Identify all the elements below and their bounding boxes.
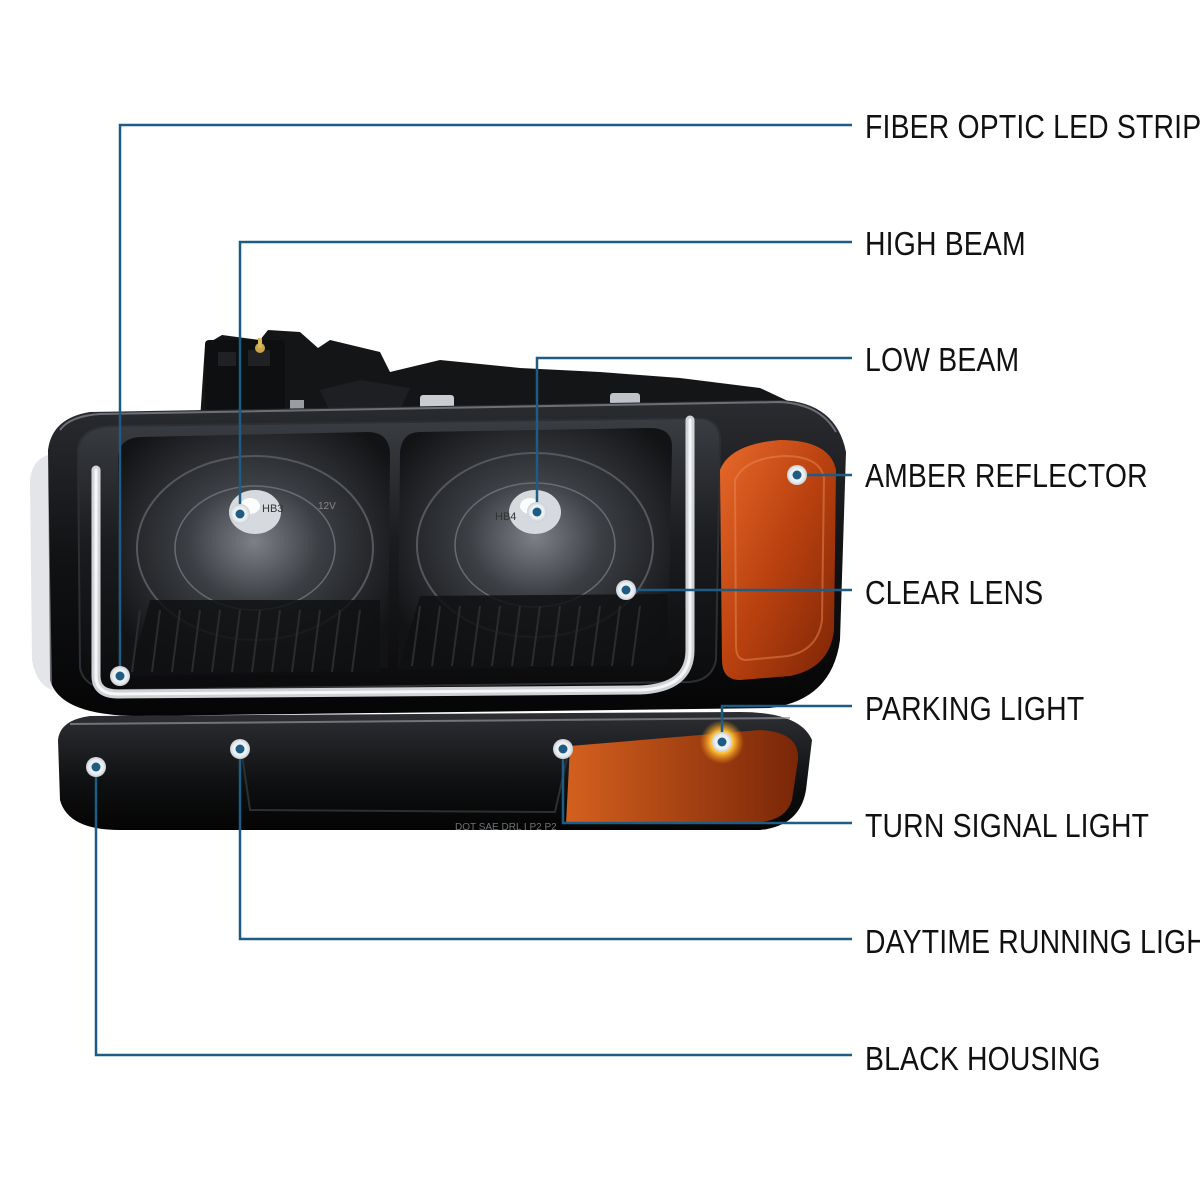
leader-black-housing <box>94 767 852 1057</box>
parking-light-lens <box>566 730 799 824</box>
marker-black-housing <box>86 757 106 777</box>
low-beam-reflector <box>398 428 672 670</box>
label-daytime-running-light: DAYTIME RUNNING LIGHT <box>865 923 1200 960</box>
high-bulb-marking: HB3 <box>262 503 283 515</box>
leader-low-beam <box>535 356 852 512</box>
marker-parking-light <box>712 732 732 752</box>
headlight-assembly: HB3 12V HB4 DOT SAE DRL I P2 P2 <box>30 330 846 833</box>
marker-amber-reflector <box>787 465 807 485</box>
leader-high-beam <box>238 240 852 514</box>
label-black-housing: BLACK HOUSING <box>865 1040 1101 1077</box>
label-parking-light: PARKING LIGHT <box>865 690 1085 727</box>
marker-fiber-optic <box>110 666 130 686</box>
label-amber-reflector: AMBER REFLECTOR <box>865 457 1148 494</box>
low-bulb-marking: HB4 <box>495 511 516 523</box>
lamp-code-marking: DOT SAE DRL I P2 P2 <box>455 822 557 833</box>
amber-reflector-lens <box>720 440 836 680</box>
leader-parking-light <box>720 704 852 742</box>
leader-turn-signal <box>561 749 852 825</box>
label-clear-lens: CLEAR LENS <box>865 574 1044 611</box>
marker-turn-signal <box>553 739 573 759</box>
marker-drl <box>230 739 250 759</box>
label-high-beam: HIGH BEAM <box>865 225 1026 262</box>
high-beam-reflector <box>118 432 390 676</box>
label-low-beam: LOW BEAM <box>865 341 1020 378</box>
leader-fiber-optic <box>118 123 852 676</box>
marker-high-beam <box>230 504 250 524</box>
reflector-ribbing <box>131 605 641 673</box>
marker-low-beam <box>527 502 547 522</box>
voltage-marking: 12V <box>318 501 336 512</box>
label-fiber-optic-led-strip: FIBER OPTIC LED STRIP <box>865 108 1200 145</box>
label-turn-signal-light: TURN SIGNAL LIGHT <box>865 807 1150 844</box>
marker-clear-lens <box>616 580 636 600</box>
leader-drl <box>238 749 852 941</box>
callout-markers <box>86 465 807 777</box>
rear-mounting-bracket <box>200 330 800 420</box>
